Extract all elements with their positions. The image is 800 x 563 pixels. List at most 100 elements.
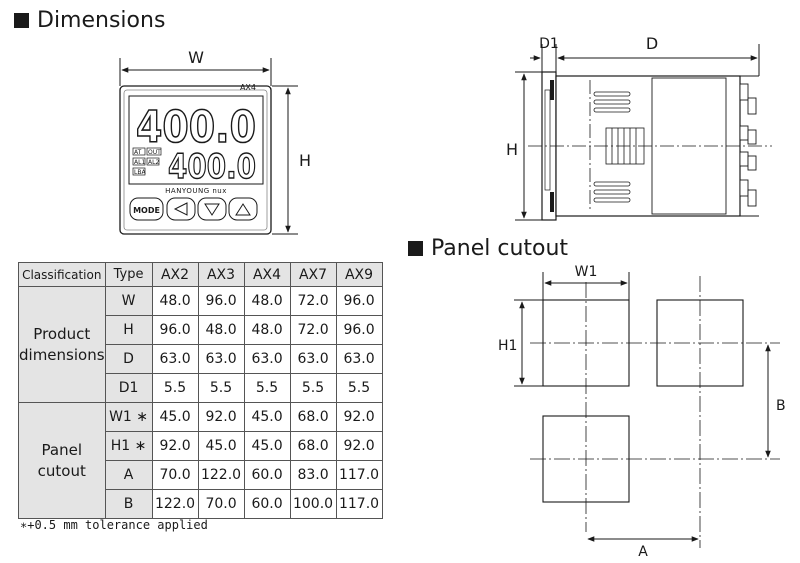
w1-label: W1 [575, 264, 598, 280]
left-button [166, 197, 196, 221]
brand-logo: HANYOUNG nux [165, 187, 227, 195]
table-cell: 48.0 [243, 286, 291, 316]
table-cell: 96.0 [197, 286, 245, 316]
square-bullet-icon [408, 241, 423, 256]
side-view: D1 D H [506, 34, 772, 221]
indicator-lamps: AT OUT AL1 AL2 LBA [132, 147, 162, 176]
front-view: W H AX4 400.0 400.0 AT OUT AL1 AL2 LBA H… [119, 48, 311, 235]
table-row: D 63.0 63.0 63.0 63.0 63.0 [19, 344, 383, 374]
display-window [128, 95, 264, 185]
panel-cutout-title: Panel cutout [408, 236, 568, 261]
side-height-label: H [506, 140, 518, 159]
square-bullet-icon [14, 13, 29, 28]
mode-button-label: MODE [133, 206, 160, 215]
table-row: Product dimensions W 48.0 96.0 48.0 72.0… [18, 286, 383, 403]
table-cell: 63.0 [289, 344, 337, 374]
group-label-line: Panel [41, 440, 82, 459]
display-bottom-digits: 400.0 [168, 147, 256, 187]
indicator-out: OUT [148, 149, 161, 156]
table-cell: 5.5 [335, 373, 383, 403]
header-classification: Classification [18, 262, 106, 287]
vent-slots [593, 91, 631, 203]
row-type: W [104, 286, 153, 316]
header-model-ax4: AX4 [243, 262, 291, 287]
table-cell: 60.0 [243, 460, 291, 490]
table-cell: 45.0 [151, 402, 199, 432]
indicator-at: AT [134, 149, 142, 156]
table-cell: 70.0 [197, 489, 245, 519]
model-label: AX4 [240, 83, 256, 92]
table-cell: 96.0 [151, 315, 199, 345]
table-cell: 63.0 [335, 344, 383, 374]
table-cell: 5.5 [243, 373, 291, 403]
table-row: H 96.0 48.0 48.0 72.0 96.0 [19, 315, 383, 345]
table-cell: 45.0 [197, 431, 245, 461]
up-arrow-icon [235, 203, 251, 216]
group-label-line: dimensions [19, 345, 105, 364]
table-cell: 122.0 [197, 460, 245, 490]
table-cell: 117.0 [335, 489, 383, 519]
table-cell: 48.0 [197, 315, 245, 345]
table-cell: 5.5 [289, 373, 337, 403]
dimensions-table: Classification Type AX2 AX3 AX4 AX7 AX9 … [18, 262, 383, 519]
header-model-ax9: AX9 [335, 262, 383, 287]
table-cell: 63.0 [197, 344, 245, 374]
tolerance-note: ∗+0.5 mm tolerance applied [20, 518, 208, 532]
row-type: D [104, 344, 153, 374]
table-cell: 96.0 [335, 286, 383, 316]
table-cell: 72.0 [289, 315, 337, 345]
a-label: A [638, 544, 648, 560]
cutout-center-lines [530, 276, 780, 548]
table-cell: 63.0 [151, 344, 199, 374]
row-type: A [104, 460, 153, 490]
table-row: B 122.0 70.0 60.0 100.0 117.0 [19, 489, 383, 519]
height-label: H [299, 151, 311, 170]
row-type: H1 ∗ [104, 431, 153, 461]
table-cell: 48.0 [151, 286, 199, 316]
group-label-line: cutout [37, 461, 86, 480]
down-button [197, 197, 227, 221]
b-label: B [776, 398, 786, 414]
table-row: Panel cutout W1 ∗ 45.0 92.0 45.0 68.0 92… [18, 402, 383, 519]
table-header-row: Classification Type AX2 AX3 AX4 AX7 AX9 [18, 262, 383, 287]
terminal-pins [739, 83, 757, 207]
up-button [228, 197, 258, 221]
group-panel-cutout: Panel cutout [18, 402, 106, 519]
table-cell: 92.0 [151, 431, 199, 461]
table-cell: 68.0 [289, 431, 337, 461]
display-top-digits: 400.0 [136, 102, 256, 153]
width-label: W [188, 48, 204, 67]
header-model-ax3: AX3 [197, 262, 245, 287]
table-cell: 70.0 [151, 460, 199, 490]
header-type: Type [104, 262, 153, 287]
table-cell: 92.0 [197, 402, 245, 432]
table-cell: 83.0 [289, 460, 337, 490]
down-arrow-icon [204, 203, 220, 216]
header-model-ax7: AX7 [289, 262, 337, 287]
indicator-lba: LBA [134, 169, 146, 176]
row-type: B [104, 489, 153, 519]
header-model-ax2: AX2 [151, 262, 199, 287]
table-row: D1 5.5 5.5 5.5 5.5 5.5 [19, 373, 383, 403]
indicator-al1: AL1 [134, 159, 145, 166]
panel-cutout-diagram: W1 H1 B A [498, 264, 786, 560]
table-cell: 5.5 [197, 373, 245, 403]
d1-label: D1 [539, 36, 559, 52]
table-cell: 117.0 [335, 460, 383, 490]
group-product-dimensions: Product dimensions [18, 286, 106, 403]
table-cell: 100.0 [289, 489, 337, 519]
table-cell: 92.0 [335, 402, 383, 432]
table-cell: 68.0 [289, 402, 337, 432]
panel-cutout-title-text: Panel cutout [431, 236, 569, 261]
h1-label: H1 [498, 338, 517, 354]
table-cell: 72.0 [289, 286, 337, 316]
table-cell: 92.0 [335, 431, 383, 461]
dimensions-title-text: Dimensions [37, 8, 166, 33]
mode-button [129, 197, 164, 221]
row-type: H [104, 315, 153, 345]
row-type: D1 [104, 373, 153, 403]
table-cell: 48.0 [243, 315, 291, 345]
d-label: D [646, 34, 658, 53]
table-cell: 122.0 [151, 489, 199, 519]
